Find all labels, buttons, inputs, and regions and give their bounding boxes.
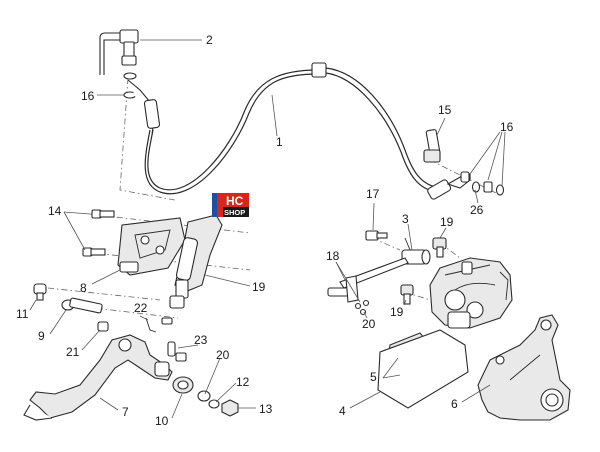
part-3-switch [401, 237, 431, 265]
part-23-bushing [97, 321, 109, 332]
brake-caliper [429, 257, 513, 329]
callout-6: 6 [451, 397, 458, 411]
callout-16-right: 16 [500, 120, 514, 134]
callout-23: 21 [66, 345, 80, 359]
part-4-pad-spring [377, 329, 469, 409]
callout-19-upper: 19 [440, 215, 454, 229]
callout-5: 5 [370, 370, 377, 384]
callout-26: 26 [470, 203, 484, 217]
callout-4: 4 [339, 404, 346, 418]
callout-2: 2 [206, 33, 213, 47]
callout-10: 10 [155, 414, 169, 428]
callout-7: 7 [122, 405, 129, 419]
callout-21: 19 [252, 280, 266, 294]
part-18-rod-bracket [327, 257, 409, 303]
logo-flag-stripe [217, 193, 223, 217]
part-7-brake-pedal [23, 334, 173, 421]
callout-9: 9 [38, 329, 45, 343]
part-14-bolts [82, 209, 115, 257]
part-21-master-cylinder [169, 214, 223, 309]
callout-25: 23 [194, 333, 208, 347]
logo-brand-text: HC [226, 194, 244, 208]
logo-sub-text: SHOP [224, 208, 245, 217]
logo-accent-stripe [212, 193, 217, 217]
leader-lines [29, 39, 506, 419]
callout-17: 17 [366, 187, 380, 201]
part-17-bolt [365, 230, 388, 241]
callout-1: 1 [276, 135, 283, 149]
part-15-banjo-bolt [423, 129, 441, 163]
part-12-washer [208, 399, 220, 409]
part-6-caliper-bracket [477, 314, 571, 421]
callout-labels: 2 16 1 15 16 17 26 3 19 18 20 19 5 4 6 1… [16, 33, 514, 428]
part-19-bolt-upper [432, 237, 447, 258]
part-25-pin [167, 341, 187, 362]
hc-shop-logo: HC SHOP [212, 193, 249, 217]
part-22-washer [197, 390, 211, 402]
callout-8: 8 [80, 281, 87, 295]
part-13-nut [221, 399, 239, 417]
part-19-bolt-lower [400, 284, 414, 305]
callout-22: 20 [216, 348, 230, 362]
part-11-pivot-bolt [33, 283, 47, 301]
callout-11: 11 [16, 307, 29, 321]
callout-16-upper: 16 [81, 89, 95, 103]
callout-14: 14 [48, 204, 62, 218]
callout-20: 20 [362, 317, 376, 331]
part-16-washers-right [471, 181, 505, 196]
logo-bottom-block [223, 207, 249, 217]
callout-19-lower: 19 [390, 305, 404, 319]
part-1-brake-hose [127, 62, 471, 200]
part-8-mounting-plate [117, 217, 186, 276]
callout-12: 12 [236, 375, 250, 389]
callout-18: 18 [326, 249, 340, 263]
part-24-clip [145, 317, 173, 333]
callout-3: 3 [402, 212, 409, 226]
part-10-pedal-pivot [172, 376, 194, 394]
part-20-nuts [354, 299, 370, 316]
callout-15: 15 [438, 103, 452, 117]
part-2-hose-fitting [99, 29, 139, 75]
logo-top-block [223, 193, 249, 207]
part-9-pivot-pin [61, 297, 103, 314]
callout-24: 22 [134, 301, 148, 315]
callout-13: 13 [259, 402, 273, 416]
